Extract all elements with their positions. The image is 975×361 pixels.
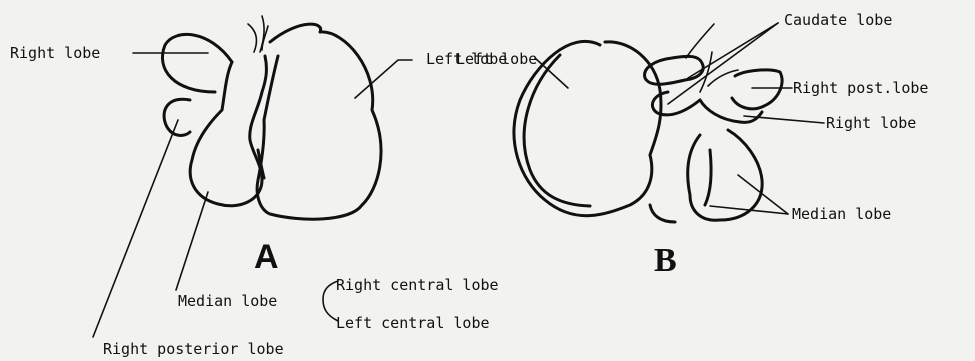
b-median-lobe-crease bbox=[705, 150, 711, 205]
figure-b-drawing bbox=[514, 24, 782, 222]
b-label-median-lobe: Median lobe bbox=[792, 205, 891, 223]
b-vessel-1 bbox=[686, 24, 714, 58]
a-label-right-posterior-lobe: Right posterior lobe bbox=[103, 340, 284, 358]
a-right-posterior-lobe-outline bbox=[164, 99, 190, 135]
b-left-lobe-inner bbox=[605, 42, 661, 155]
b-label-right-post-lobe: Right post.lobe bbox=[793, 79, 928, 97]
b-right-post-lobe-outline bbox=[732, 70, 782, 109]
a-label-right-lobe: Right lobe bbox=[10, 44, 100, 62]
a-right-lobe-outline bbox=[162, 34, 232, 92]
a-leader-right-posterior-lobe bbox=[93, 120, 178, 337]
a-label-left-central-lobe: Left central lobe bbox=[336, 314, 490, 332]
b-label-right-lobe: Right lobe bbox=[826, 114, 916, 132]
b-median-lobe-outline bbox=[690, 130, 762, 220]
b-label-caudate-lobe: Caudate lobe bbox=[784, 11, 892, 29]
figure-a-letter: A bbox=[254, 238, 279, 276]
b-median-lobe-inner bbox=[688, 135, 700, 195]
b-vessel-3 bbox=[708, 70, 738, 86]
a-leader-median-lobe bbox=[176, 192, 208, 290]
figure-a-drawing bbox=[162, 16, 381, 219]
figure-b-leaders bbox=[535, 23, 824, 214]
figure-b-letter: B bbox=[654, 242, 677, 279]
b-median-lobe-bottom bbox=[650, 205, 675, 222]
a-label-median-lobe: Median lobe bbox=[178, 292, 277, 310]
b-label-left-lobe: Left lobe bbox=[456, 50, 537, 68]
a-median-lobe-outline bbox=[190, 56, 266, 206]
a-label-right-central-lobe: Right central lobe bbox=[336, 276, 499, 294]
b-leader-caudate-2 bbox=[668, 23, 778, 104]
a-vessel-1 bbox=[248, 24, 256, 52]
a-left-lobe-outline bbox=[257, 24, 381, 219]
b-right-lobe-outline bbox=[700, 100, 762, 122]
